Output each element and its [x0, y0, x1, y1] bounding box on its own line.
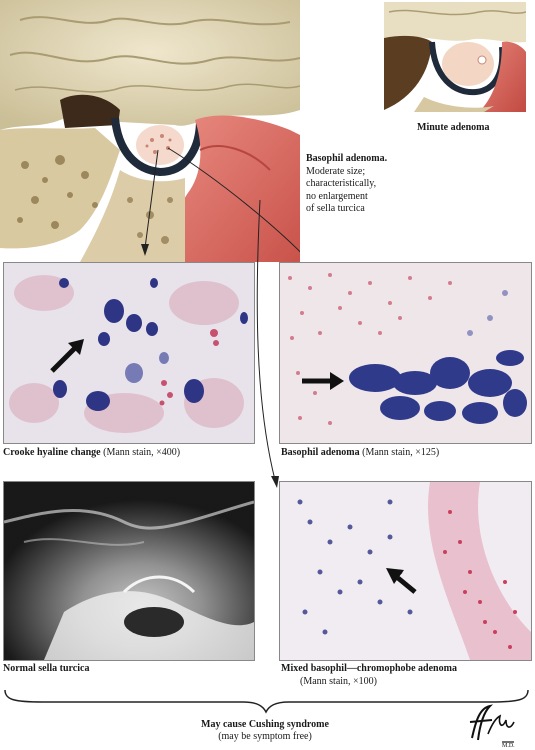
crooke-caption-stain: (Mann stain, ×400): [103, 447, 181, 458]
mixed-micrograph: [279, 481, 532, 661]
basophil-description-line: no enlargement: [306, 190, 368, 202]
normal-caption-title: Normal sella turcica: [3, 663, 90, 674]
mixed-caption-title: Mixed basophil—chromophobe adenoma: [281, 663, 457, 674]
basophil-description-title: Basophil adenoma.: [306, 153, 388, 164]
basophil-description-line: Moderate size;: [306, 165, 366, 177]
bottom-brace: [4, 689, 529, 714]
crooke-caption: Crooke hyaline change (Mann stain, ×400): [3, 447, 180, 459]
basophil-description-line: characteristically,: [306, 178, 377, 189]
svg-text:M.D.: M.D.: [502, 743, 515, 748]
mixed-caption-stain: (Mann stain, ×100): [300, 676, 378, 687]
normal-sella-xray: [3, 481, 255, 661]
minute-adenoma-label: Minute adenoma: [417, 122, 490, 133]
basophil-description: Basophil adenoma. Moderate size; charact…: [306, 153, 387, 216]
footer-line2: (may be symptom free): [218, 731, 312, 742]
crooke-micrograph: [3, 262, 255, 444]
crooke-caption-title: Crooke hyaline change: [3, 447, 101, 458]
basophil-caption: Basophil adenoma (Mann stain, ×125): [281, 447, 439, 459]
basophil-micrograph: [279, 262, 532, 444]
basophil-description-line: of sella turcica: [306, 203, 365, 214]
footer-text: May cause Cushing syndrome (may be sympt…: [150, 719, 380, 743]
netter-signature: M.D.: [469, 704, 515, 748]
basophil-caption-title: Basophil adenoma: [281, 447, 360, 458]
mixed-caption: Mixed basophil—chromophobe adenoma: [281, 663, 457, 675]
basophil-caption-stain: (Mann stain, ×125): [362, 447, 440, 458]
minute-adenoma-illustration: [384, 2, 527, 112]
footer-line1: May cause Cushing syndrome: [201, 719, 329, 730]
connector-arrow: [256, 200, 279, 488]
main-illustration: [0, 0, 311, 263]
normal-caption: Normal sella turcica: [3, 663, 89, 675]
